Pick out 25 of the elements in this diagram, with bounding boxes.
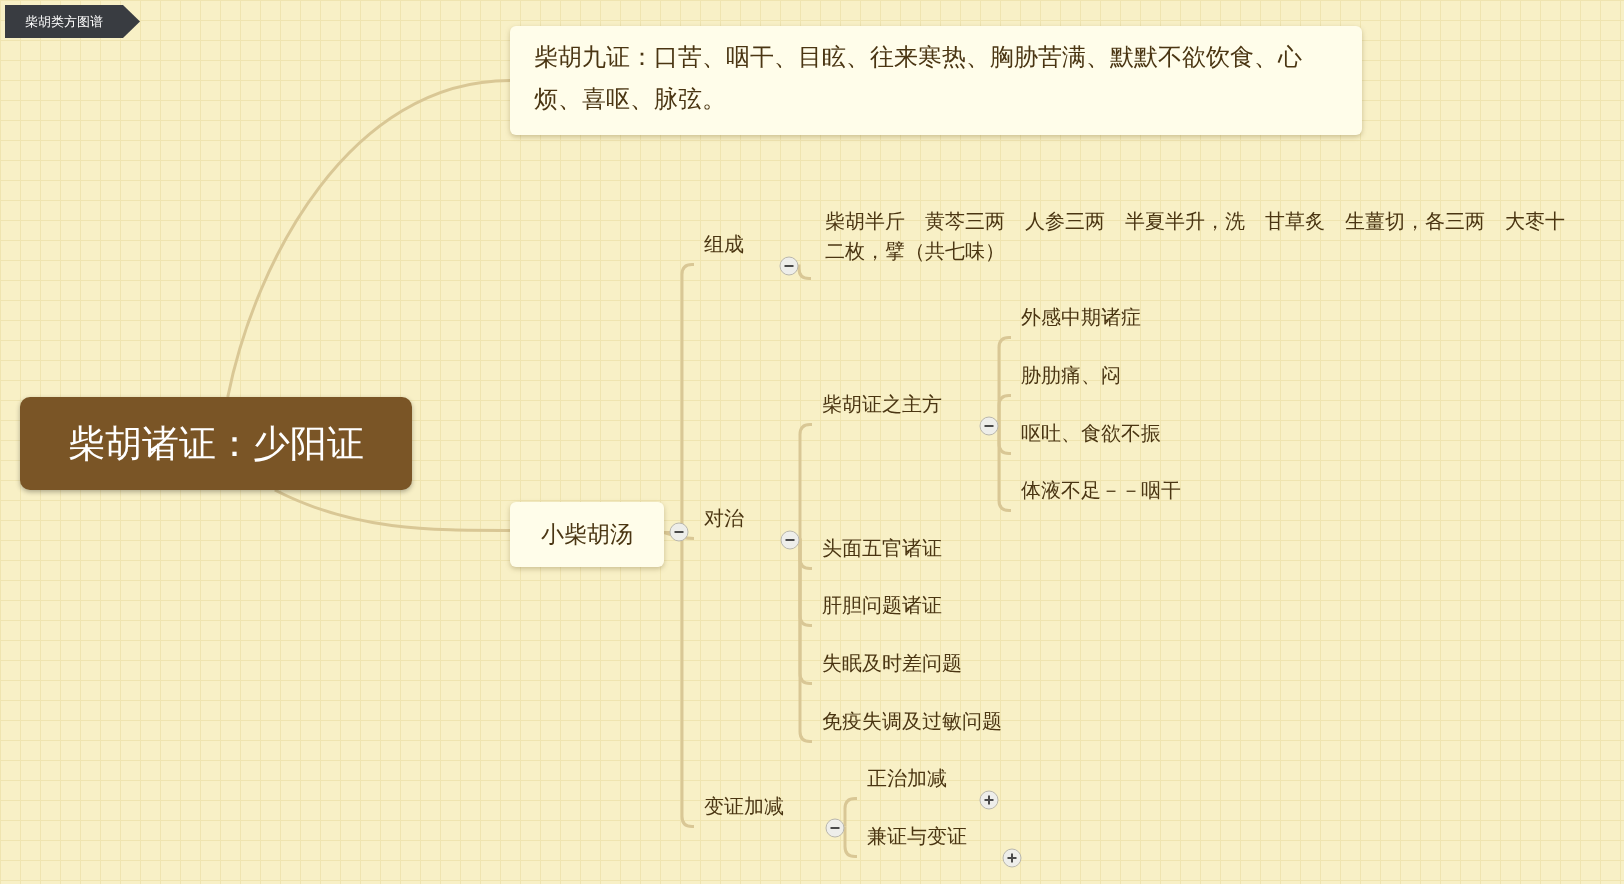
topic-text: 变证加减 [704, 793, 784, 820]
branch-line [997, 394, 1012, 426]
topic-text: 兼证与变证 [867, 823, 967, 850]
note-card: 柴胡九证：口苦、咽干、目眩、往来寒热、胸胁苦满、默默不欲饮食、心烦、喜呕、脉弦。 [510, 26, 1362, 135]
topic-label: 柴胡半斤 黄芩三两 人参三两 半夏半升，洗 甘草炙 生薑切，各三两 大枣十二枚，擘（共七味） [811, 206, 1624, 280]
topic-label: 免疫失调及过敏问题 [812, 704, 1053, 743]
branch-line [226, 79, 511, 398]
topic-text: 正治加减 [867, 765, 947, 792]
branch-line [843, 825, 858, 858]
branch-line [663, 531, 695, 540]
topic-label: 体液不足－－咽干 [1011, 473, 1220, 512]
branch-line [843, 797, 857, 828]
topic-text: 组成 [704, 231, 744, 258]
topic-label: 肝胆问题诸证 [812, 588, 985, 627]
topic-text: 对治 [704, 505, 744, 532]
topic-box: 小柴胡汤 [510, 502, 664, 567]
topic-label: 胁肋痛、闷 [1011, 358, 1152, 397]
topic-text: 柴胡证之主方 [822, 391, 942, 418]
topic-label: 头面五官诸证 [812, 531, 985, 570]
topic-label: 外感中期诸症 [1011, 300, 1174, 339]
branch-line [797, 263, 811, 280]
topic-label: 呕吐、食欲不振 [1011, 416, 1197, 455]
central-topic-box: 柴胡诸证：少阳证 [20, 397, 412, 490]
topic-label: 失眠及时差问题 [812, 646, 1008, 685]
branch-line [274, 488, 510, 532]
